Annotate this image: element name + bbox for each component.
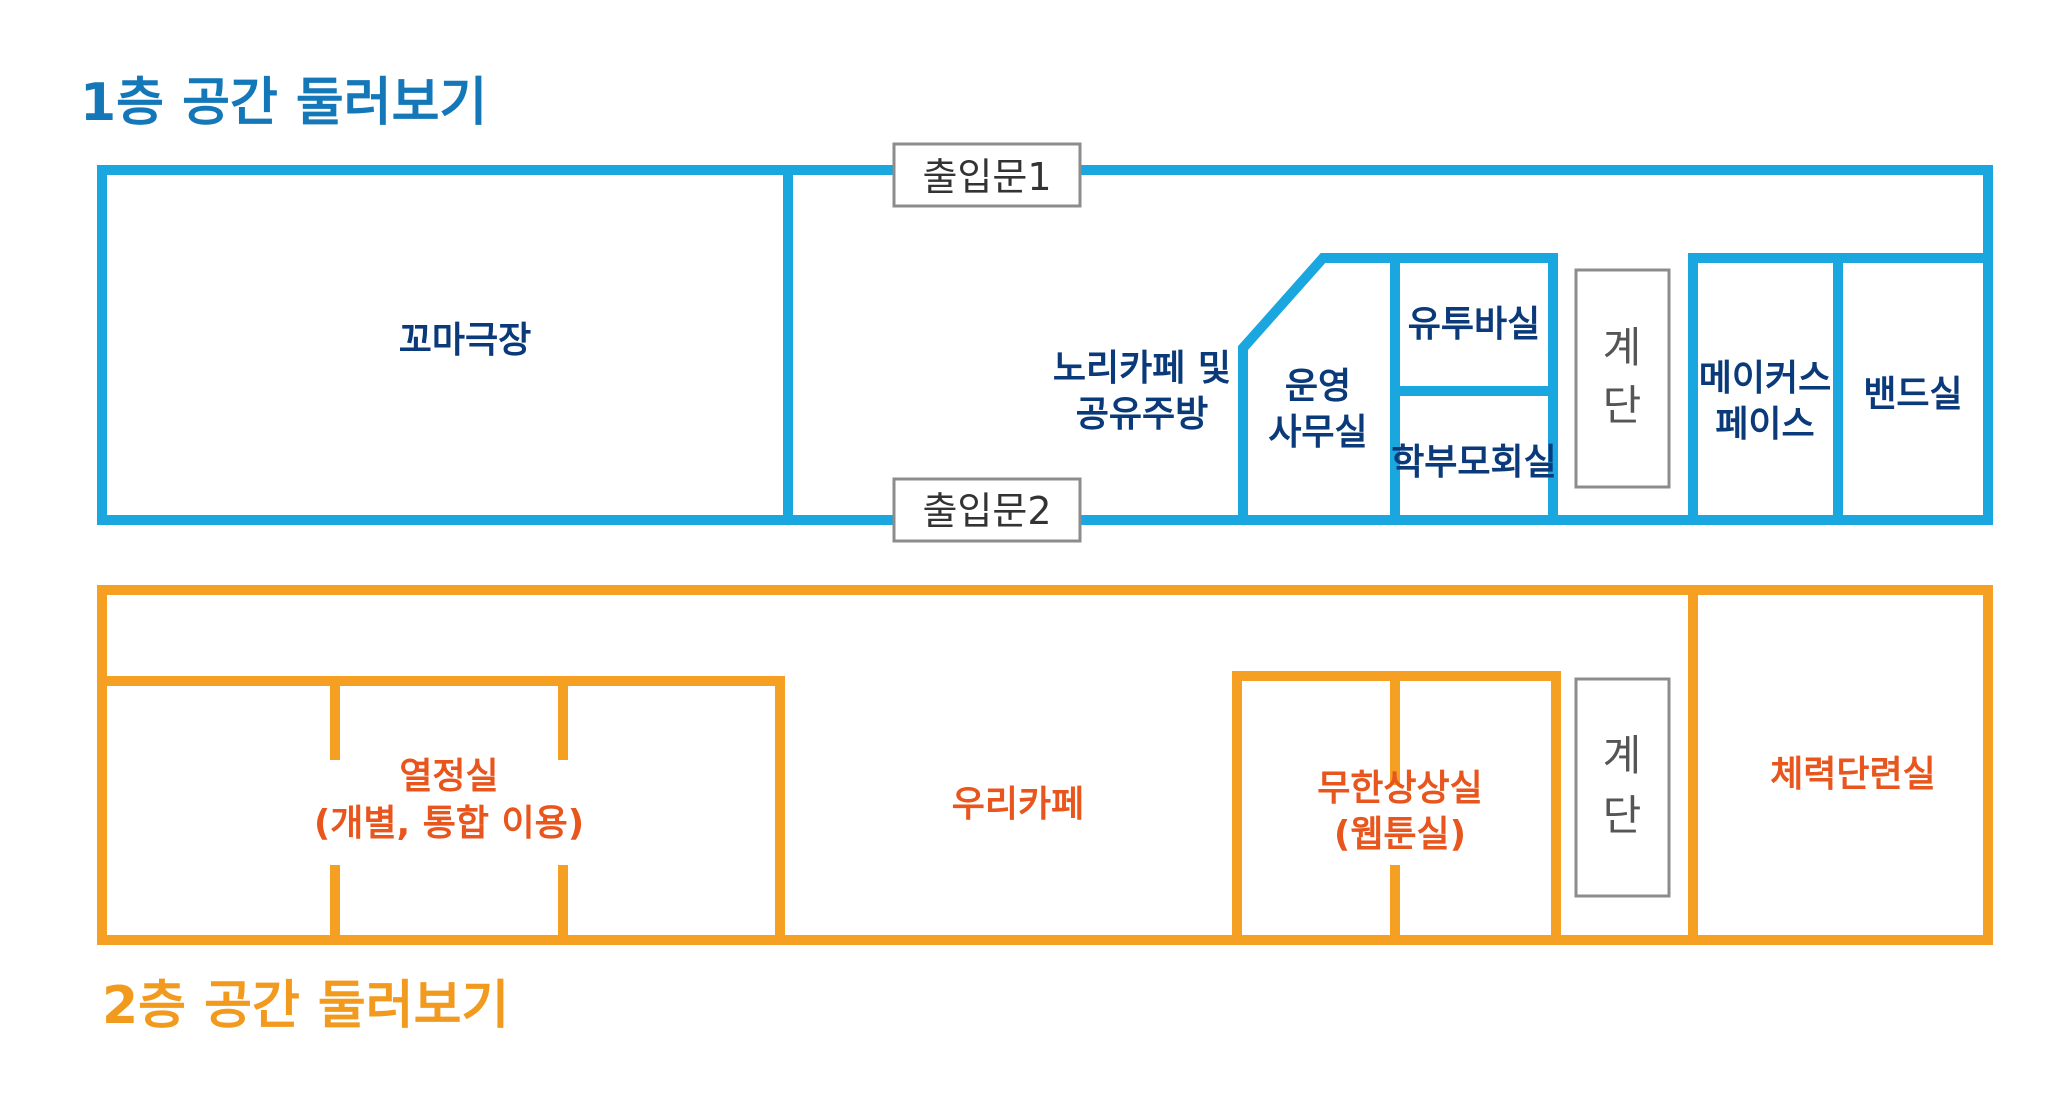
floor2-outline xyxy=(97,585,1993,945)
room-maker-label-2: 페이스 xyxy=(1715,404,1814,445)
floor2-stairs-label-2: 단 xyxy=(1603,791,1642,840)
floor1-walls xyxy=(97,165,1993,525)
room-maker-label-1: 메이커스 xyxy=(1699,358,1831,399)
room-passion-label-1: 열정실 xyxy=(399,756,498,797)
floor1-outline xyxy=(97,165,1993,525)
room-nori-cafe-label-1: 노리카페 및 xyxy=(1053,348,1231,389)
door1-label: 출입문1 xyxy=(922,155,1051,199)
room-band-label: 밴드실 xyxy=(1863,374,1962,415)
floor2-walls xyxy=(97,585,1993,945)
room-passion-label-2: (개별, 통합 이용) xyxy=(314,803,584,844)
floor1-stairs-box xyxy=(1574,268,1671,489)
room-imagination-label-1: 무한상상실 xyxy=(1317,768,1483,809)
office-block-wall xyxy=(1238,253,1558,520)
room-youtube-label: 유투바실 xyxy=(1408,304,1540,345)
room-office-label-2: 사무실 xyxy=(1268,412,1367,453)
room-nori-cafe-label-2: 공유주방 xyxy=(1076,394,1208,435)
door2-label: 출입문2 xyxy=(922,489,1051,533)
room-parents-label: 학부모회실 xyxy=(1391,442,1557,483)
room-imagination-label-2: (웹툰실) xyxy=(1334,814,1466,855)
floor2-stairs-label-1: 계 xyxy=(1603,731,1642,780)
room-fitness-label: 체력단련실 xyxy=(1770,754,1936,795)
floor2-stairs-box xyxy=(1574,677,1671,898)
passion-block-wall xyxy=(102,676,785,940)
maker-block-wall xyxy=(1688,253,1988,520)
door2-box xyxy=(892,477,1082,543)
floor1-heading: 1층 공간 둘러보기 xyxy=(80,73,487,133)
room-uri-cafe-label: 우리카페 xyxy=(952,784,1084,825)
room-office-label-1: 운영 xyxy=(1285,366,1351,407)
floor1-stairs-label-2: 단 xyxy=(1603,381,1642,430)
floor1-stairs-label-1: 계 xyxy=(1603,323,1642,372)
room-theater-label: 꼬마극장 xyxy=(399,320,531,361)
floor2-heading: 2층 공간 둘러보기 xyxy=(102,976,509,1036)
door1-box xyxy=(892,142,1082,208)
